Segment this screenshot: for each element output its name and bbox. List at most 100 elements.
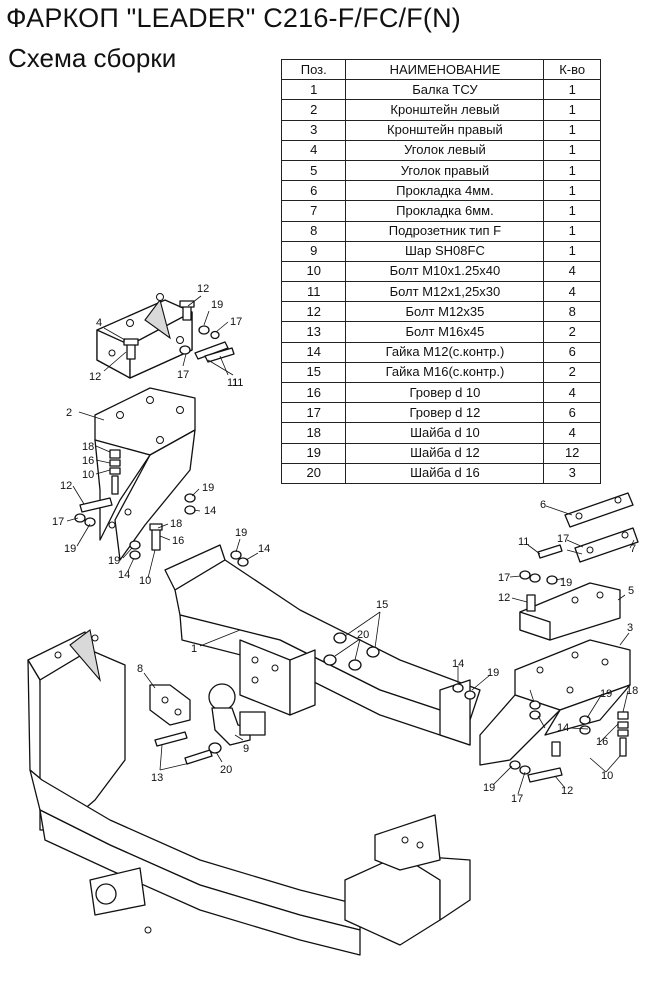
callout-label: 17 bbox=[498, 572, 510, 584]
callout-label: 14 bbox=[557, 722, 569, 734]
callout-labels: 12 19 4 17 11 12 17 11 2 18 16 10 19 12 … bbox=[52, 283, 638, 805]
callout-label: 19 bbox=[235, 527, 247, 539]
callout-label: 19 bbox=[487, 667, 499, 679]
callout-label: 17 bbox=[557, 533, 569, 545]
callout-label: 13 bbox=[151, 772, 163, 784]
callout-label: 15 bbox=[376, 599, 388, 611]
cell-pos: 18 bbox=[280, 422, 347, 444]
page-subtitle: Схема сборки bbox=[8, 43, 177, 73]
callout-label: 10 bbox=[82, 469, 94, 481]
callout-label: 11 bbox=[232, 377, 243, 389]
cell-name: Гровер d 12 bbox=[345, 402, 545, 424]
callout-label: 4 bbox=[96, 317, 102, 329]
callout-label: 17 bbox=[511, 793, 523, 805]
spacer-plate-4mm bbox=[564, 492, 634, 528]
bolt-set-top-left bbox=[123, 300, 235, 363]
callout-label: 3 bbox=[627, 622, 633, 634]
callout-label: 20 bbox=[220, 764, 232, 776]
bolt-set-right-bracket bbox=[509, 700, 629, 783]
callout-label: 19 bbox=[483, 782, 495, 794]
callout-label: 17 bbox=[230, 316, 242, 328]
callout-label: 17 bbox=[52, 516, 64, 528]
cell-pos: 11 bbox=[280, 281, 347, 303]
bolt-set-left-bracket bbox=[74, 449, 249, 567]
callout-label: 18 bbox=[82, 441, 94, 453]
callout-label: 14 bbox=[452, 658, 464, 670]
callout-label: 19 bbox=[211, 299, 223, 311]
cell-qty: 1 bbox=[543, 159, 601, 182]
callout-label: 14 bbox=[204, 505, 216, 517]
cell-pos: 12 bbox=[280, 301, 347, 323]
cell-name: Прокладка 4мм. bbox=[345, 180, 545, 202]
cell-qty: 6 bbox=[543, 341, 601, 363]
tow-ball bbox=[208, 683, 266, 746]
callout-label: 2 bbox=[66, 407, 72, 419]
cell-name: Шайба d 16 bbox=[345, 462, 545, 484]
callout-label: 19 bbox=[560, 577, 572, 589]
callout-label: 19 bbox=[64, 543, 76, 555]
cell-name: Болт М10х1.25х40 bbox=[345, 260, 545, 283]
hitch-beam-assembled bbox=[27, 629, 471, 956]
cell-name: Шайба d 12 bbox=[345, 442, 545, 464]
cell-name: Гайка М12(с.контр.) bbox=[345, 341, 545, 363]
cell-pos: 17 bbox=[280, 402, 347, 424]
cell-name: Шар SH08FC bbox=[345, 240, 545, 262]
callout-label: 10 bbox=[139, 575, 151, 587]
callout-label: 11 bbox=[227, 377, 238, 389]
callout-label: 19 bbox=[108, 555, 120, 567]
callout-label: 16 bbox=[82, 455, 94, 467]
callout-label: 19 bbox=[600, 688, 612, 700]
callout-label: 5 bbox=[628, 585, 634, 597]
callout-label: 1 bbox=[191, 643, 197, 655]
callout-label: 17 bbox=[177, 369, 189, 381]
callout-label: 11 bbox=[518, 536, 529, 548]
callout-label: 14 bbox=[118, 569, 130, 581]
callout-label: 20 bbox=[357, 629, 369, 641]
column-header-name: НАИМЕНОВАНИЕ bbox=[345, 58, 545, 81]
cell-qty: 3 bbox=[543, 462, 601, 484]
left-angle-bracket bbox=[96, 293, 193, 379]
callout-label: 6 bbox=[540, 499, 546, 511]
spacer-plate-6mm bbox=[574, 527, 639, 563]
page-title: ФАРКОП "LEADER" C216-F/FC/F(N) bbox=[6, 3, 461, 33]
callout-label: 14 bbox=[258, 543, 270, 555]
callout-label: 18 bbox=[170, 518, 182, 530]
cell-name: Уголок правый bbox=[345, 159, 545, 182]
cell-pos: 6 bbox=[280, 180, 347, 202]
callout-label: 8 bbox=[137, 663, 143, 675]
hitch-beam-exploded bbox=[164, 544, 481, 746]
callout-label: 16 bbox=[596, 736, 608, 748]
callout-label: 12 bbox=[197, 283, 209, 295]
cell-name: Уголок левый bbox=[345, 139, 545, 161]
callout-label: 18 bbox=[626, 685, 638, 697]
socket-bracket bbox=[149, 684, 191, 726]
callout-label: 16 bbox=[172, 535, 184, 547]
callout-label: 19 bbox=[202, 482, 214, 494]
callout-label: 12 bbox=[498, 592, 510, 604]
callout-label: 12 bbox=[89, 371, 101, 383]
callout-label: 10 bbox=[601, 770, 613, 782]
right-bracket bbox=[479, 639, 631, 766]
callout-label: 9 bbox=[243, 743, 249, 755]
callout-label: 12 bbox=[60, 480, 72, 492]
parts-table-header: Поз. НАИМЕНОВАНИЕ К-во bbox=[280, 58, 601, 81]
callout-label: 12 bbox=[561, 785, 573, 797]
